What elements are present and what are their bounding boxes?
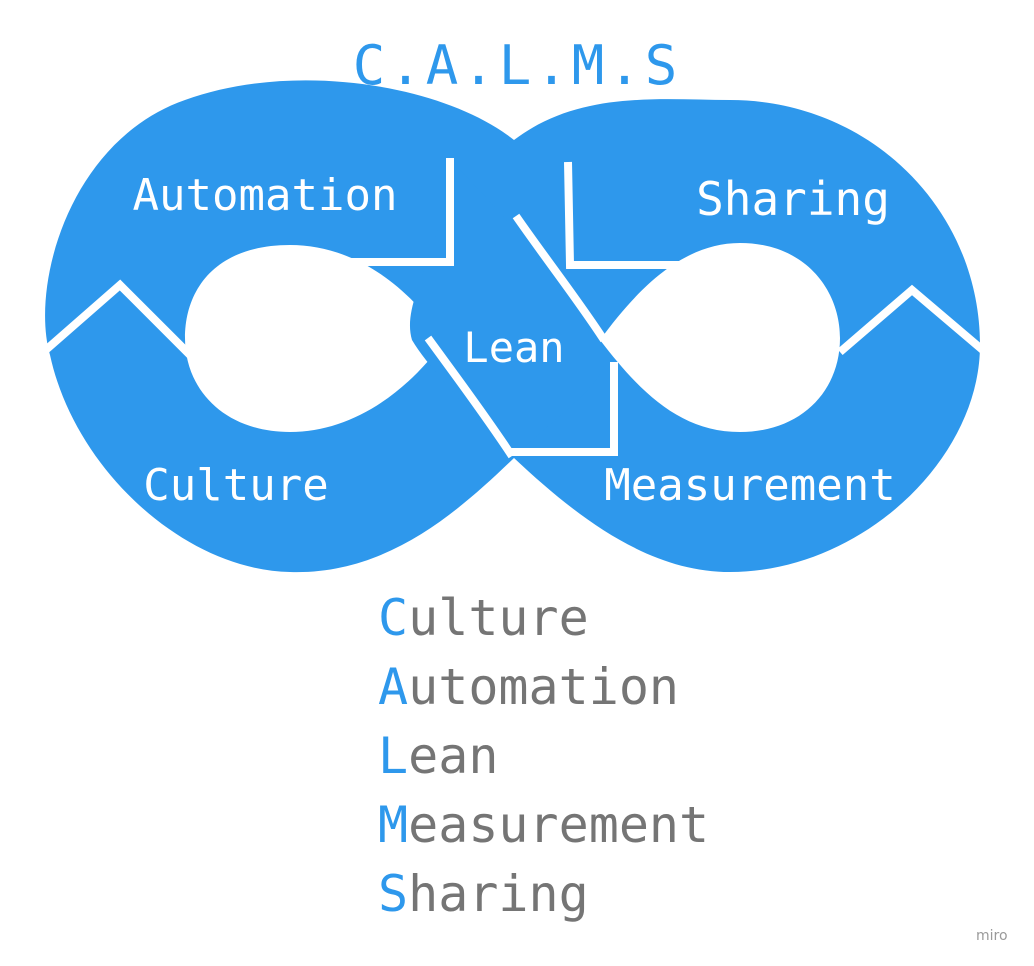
diagram-title: C.A.L.M.S [352,34,682,97]
automation-divider [37,279,193,359]
legend-item-measurement: Measurement [378,795,709,864]
legend-rest: utomation [408,658,680,716]
legend-initial: C [378,589,409,647]
lean-label: Lean [463,323,564,372]
sharing-lean-divider [564,161,680,269]
legend-initial: M [378,796,409,854]
legend-rest: haring [408,865,589,923]
segment-dividers [37,158,988,459]
legend-item-automation: Automation [378,657,709,726]
legend-item-lean: Lean [378,726,709,795]
measurement-lean-divider [510,362,618,456]
measurement-label: Measurement [604,460,895,511]
automation-lean-divider [340,158,454,266]
legend-rest: ulture [408,589,589,647]
calms-infinity-diagram: Automation Sharing Lean Culture Measurem… [37,80,988,573]
culture-label: Culture [143,460,328,511]
acronym-legend: Culture Automation Lean Measurement Shar… [378,588,709,933]
sharing-divider [837,284,988,356]
legend-initial: L [378,727,409,785]
automation-label: Automation [133,170,398,221]
left-loop-ring [45,80,514,573]
crossing-edge-bottom [424,335,516,459]
legend-initial: A [378,658,409,716]
infinity-loop-shape [45,80,980,573]
crossing-edge-top [512,213,608,343]
sharing-label: Sharing [696,172,890,226]
legend-rest: ean [408,727,499,785]
legend-item-culture: Culture [378,588,709,657]
legend-item-sharing: Sharing [378,864,709,933]
legend-rest: easurement [408,796,710,854]
right-loop-ring [514,99,980,573]
legend-initial: S [378,865,409,923]
miro-watermark: miro [976,928,1008,944]
